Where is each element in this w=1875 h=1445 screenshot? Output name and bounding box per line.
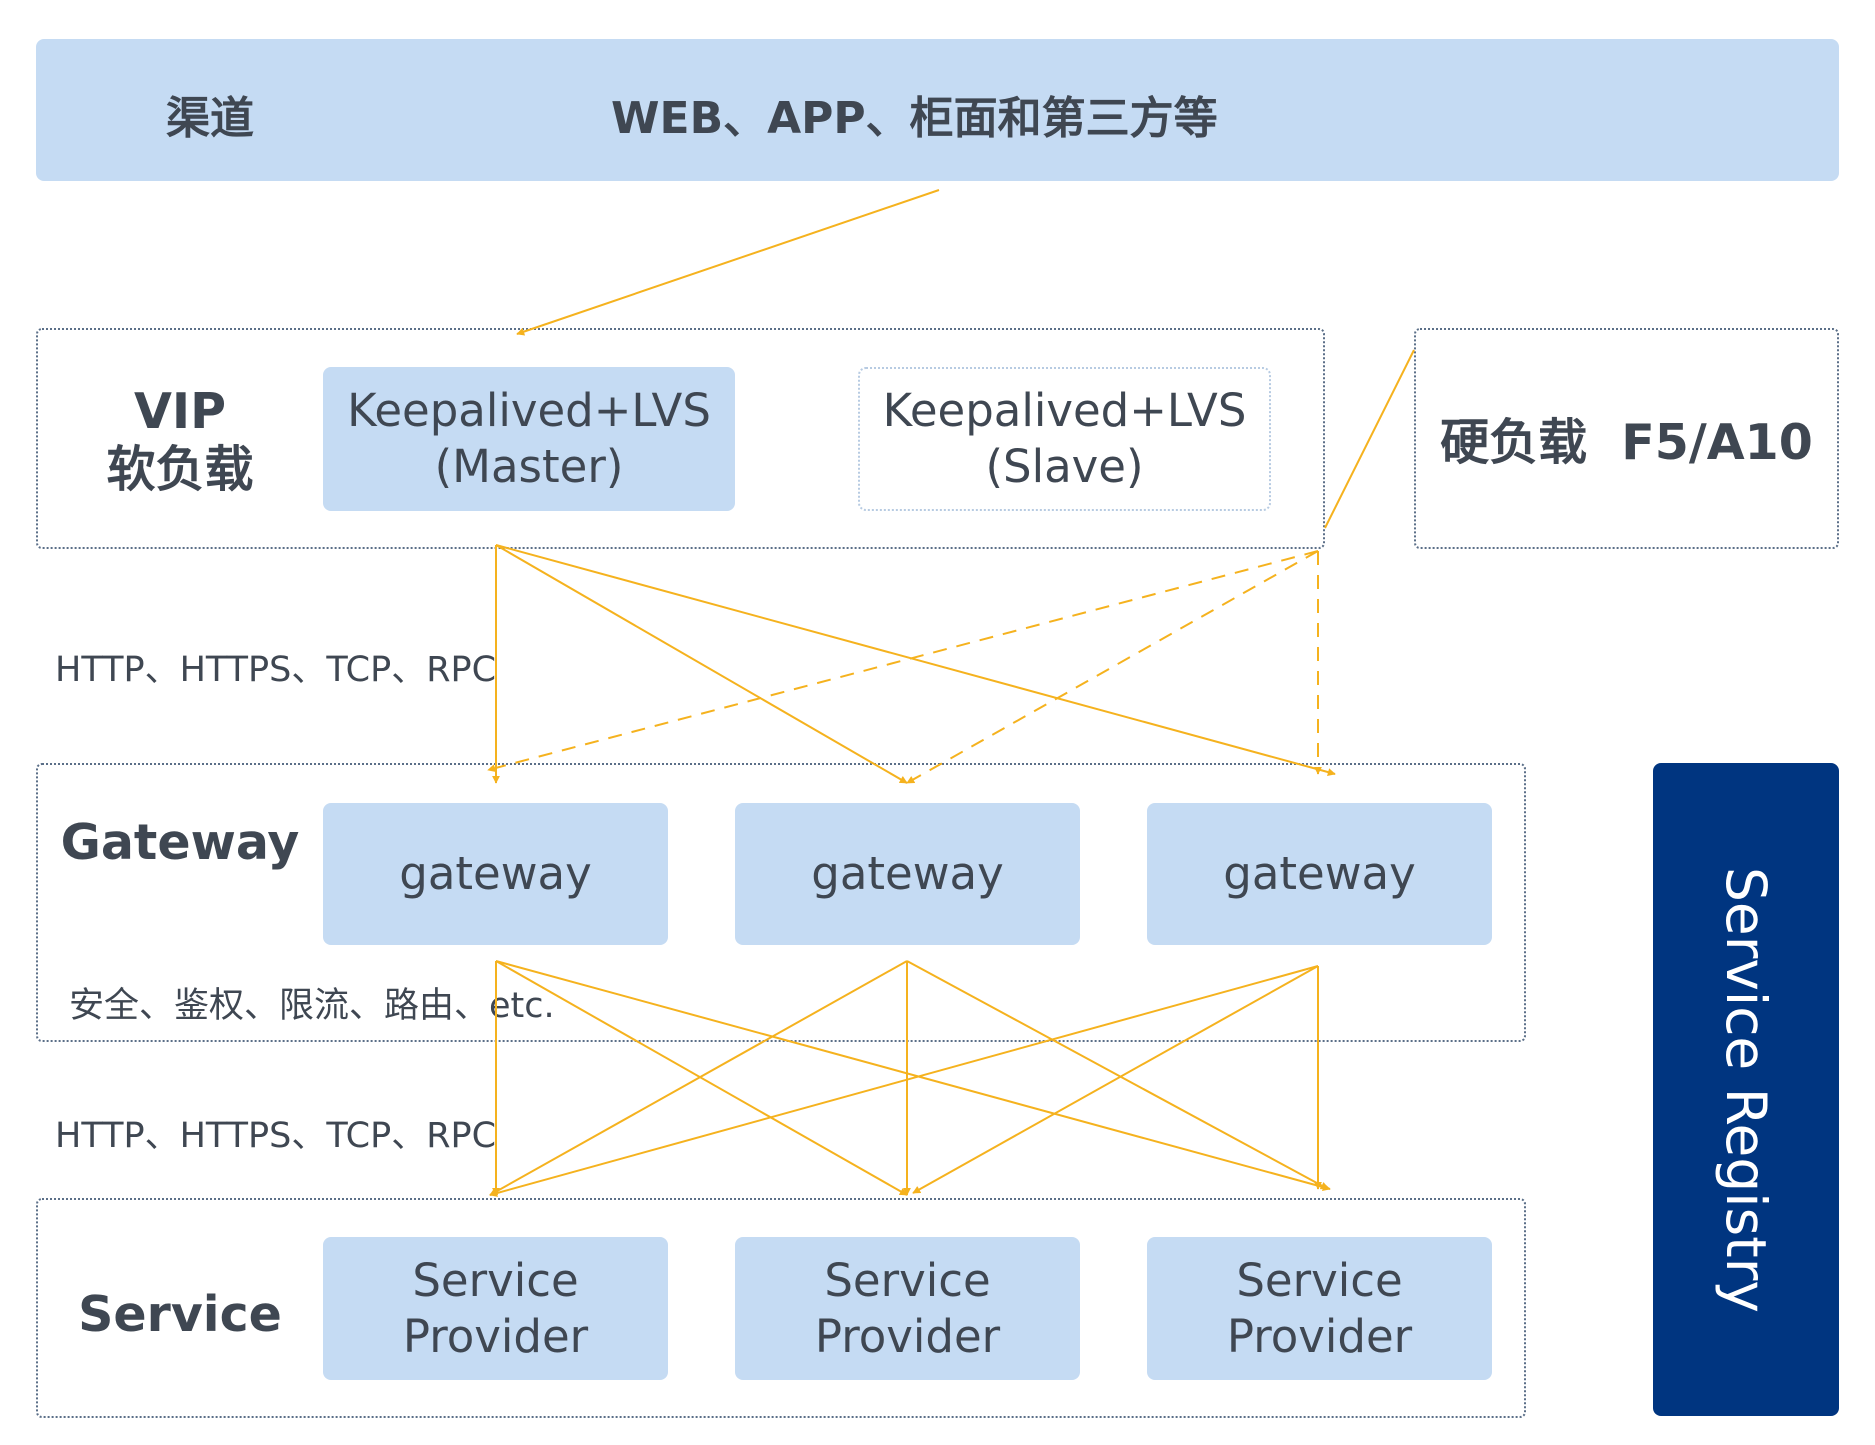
lvs-slave-line2: (Slave) — [985, 440, 1144, 493]
service-provider-2-line1: Service — [824, 1253, 991, 1307]
channel-band: 渠道 WEB、APP、柜面和第三方等 — [36, 39, 1839, 181]
lvs-slave-line1: Keepalived+LVS — [882, 384, 1247, 437]
gateway-features-note: 安全、鉴权、限流、路由、etc. — [69, 986, 555, 1026]
line-hardlb-to-convergence — [1324, 349, 1415, 529]
arrow-hardlb-to-gateway-2 — [906, 550, 1319, 784]
service-provider-2-line2: Provider — [814, 1309, 1001, 1363]
service-provider-1: Service Provider — [323, 1237, 668, 1380]
vip-label-line2: 软负载 — [106, 441, 254, 498]
service-provider-1-line2: Provider — [402, 1309, 589, 1363]
arrow-hardlb-to-gateway-1 — [487, 550, 1319, 773]
service-registry-label: Service Registry — [1714, 866, 1778, 1313]
service-provider-3-line2: Provider — [1226, 1309, 1413, 1363]
lvs-master-line1: Keepalived+LVS — [347, 384, 711, 437]
gateway-layer-label: Gateway — [60, 814, 300, 871]
service-provider-2: Service Provider — [735, 1237, 1080, 1380]
protocols-note-2: HTTP、HTTPS、TCP、RPC — [55, 1116, 497, 1156]
vip-label-line1: VIP — [133, 383, 227, 440]
gateway-node-3-label: gateway — [1223, 847, 1416, 900]
hard-lb-label: 硬负载 F5/A10 — [1440, 414, 1813, 471]
service-layer-label: Service — [78, 1286, 282, 1343]
gateway-node-2: gateway — [735, 803, 1080, 945]
vip-label: VIP 软负载 — [80, 383, 280, 499]
arrow-master-to-gateway-3 — [495, 544, 1336, 776]
gateway-node-3: gateway — [1147, 803, 1492, 945]
lvs-master-box: Keepalived+LVS (Master) — [323, 367, 735, 511]
arrow-channel-to-master — [516, 189, 940, 336]
gateway-node-2-label: gateway — [811, 847, 1004, 900]
gateway-node-1-label: gateway — [399, 847, 592, 900]
service-provider-3-line1: Service — [1236, 1253, 1403, 1307]
lvs-master-line2: (Master) — [434, 440, 624, 493]
channel-label: 渠道 — [166, 93, 254, 144]
arrow-master-to-gateway-2 — [495, 544, 908, 784]
channel-content: WEB、APP、柜面和第三方等 — [611, 93, 1218, 144]
service-provider-1-line1: Service — [412, 1253, 579, 1307]
service-registry: Service Registry — [1653, 763, 1839, 1416]
protocols-note-1: HTTP、HTTPS、TCP、RPC — [55, 650, 497, 690]
service-provider-3: Service Provider — [1147, 1237, 1492, 1380]
hard-lb-panel: 硬负载 F5/A10 — [1414, 328, 1839, 549]
lvs-slave-box: Keepalived+LVS (Slave) — [858, 367, 1271, 511]
gateway-node-1: gateway — [323, 803, 668, 945]
